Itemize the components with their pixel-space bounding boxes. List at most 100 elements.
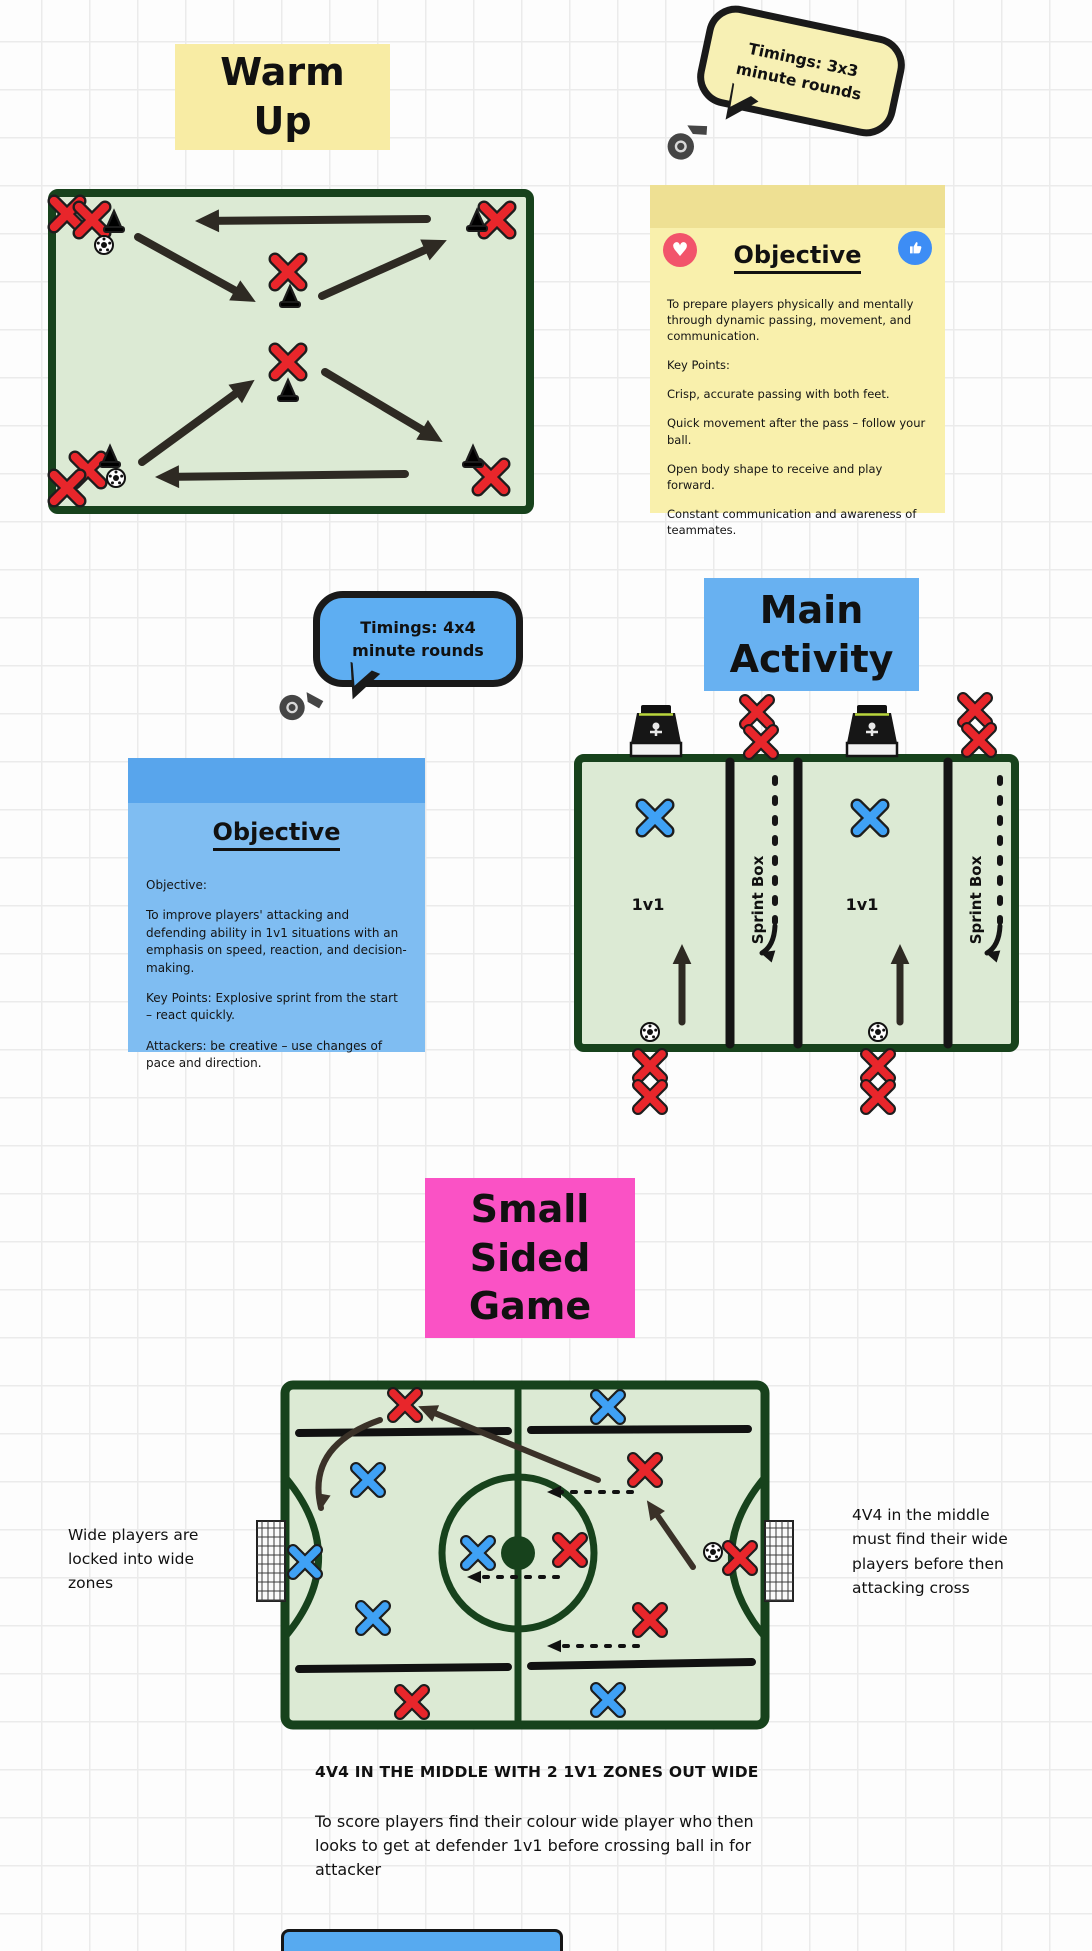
x-stroke xyxy=(74,202,110,238)
card-paragraph: To improve players' attacking and defend… xyxy=(146,908,407,975)
ssg-pass-arrow xyxy=(425,1407,601,1483)
x-stroke xyxy=(724,1542,756,1574)
x-stroke xyxy=(852,800,888,836)
sprint-hook-arrow xyxy=(759,923,778,956)
ball-patch xyxy=(642,1028,646,1032)
ball-patch xyxy=(108,474,112,478)
warm-up-title-line: Up xyxy=(253,99,312,143)
x-stroke xyxy=(634,1604,666,1636)
player-x-red xyxy=(957,692,993,728)
card-paragraph: To prepare players physically and mental… xyxy=(667,297,914,344)
main-objective-card[interactable]: Objective Objective: To improve players'… xyxy=(128,758,425,1070)
card-paragraph: Open body shape to receive and play forw… xyxy=(667,461,883,492)
ball-patch xyxy=(707,1555,711,1559)
warmup-pass-arrow xyxy=(138,384,248,466)
ssg-title-line: Game xyxy=(468,1284,592,1329)
small-sided-game-title-sticky[interactable]: Small Sided Game xyxy=(425,1178,635,1338)
attacking-cross-note: 4V4 in the middle must find their wide p… xyxy=(852,1506,1008,1598)
arrowhead xyxy=(672,944,692,964)
card-paragraph: Crisp, accurate passing with both feet. xyxy=(667,387,890,402)
arrowhead xyxy=(418,1405,440,1422)
heart-icon[interactable]: ♥ xyxy=(663,233,697,267)
x-stroke xyxy=(270,254,306,290)
cone-icon xyxy=(279,283,301,308)
arrowhead xyxy=(646,1500,665,1522)
cone-base xyxy=(466,225,488,232)
cone-base xyxy=(103,226,125,233)
ball-patch xyxy=(120,474,124,478)
arrowhead xyxy=(420,239,447,261)
player-x-red xyxy=(477,200,517,240)
ball-patch xyxy=(652,1035,656,1039)
warmup-pass-arrow xyxy=(134,233,248,300)
ball-patch xyxy=(876,1024,880,1028)
ball-patch xyxy=(648,1024,652,1028)
x-stroke xyxy=(862,1050,894,1082)
zone-label-1v1: 1v1 xyxy=(632,895,665,914)
x-stroke xyxy=(554,1534,586,1566)
x-stroke xyxy=(862,1081,894,1113)
card-paragraph: Constant communication and awareness of … xyxy=(667,506,917,537)
ball-patch xyxy=(113,475,119,481)
card-title: Objective xyxy=(650,241,945,274)
soccer-ball-icon xyxy=(94,235,114,255)
card-paragraph: Attackers: be creative – use changes of … xyxy=(146,1038,383,1071)
arrowhead xyxy=(155,465,180,489)
ball-patch xyxy=(108,241,112,245)
warmup-objective-card[interactable]: ♥ Objective To prepare players physicall… xyxy=(650,185,945,537)
x-stroke xyxy=(270,344,306,380)
bottom-cropped-panel[interactable] xyxy=(281,1929,563,1951)
player-x-blue xyxy=(850,798,890,838)
cone-base xyxy=(279,301,301,308)
ssg-wide-zone-line xyxy=(527,1425,752,1434)
soccer-ball-icon xyxy=(640,1022,660,1042)
arrowhead xyxy=(467,1570,481,1584)
card-header-strip xyxy=(650,185,945,228)
card-paragraph: Key Points: Explosive sprint from the st… xyxy=(146,990,398,1023)
equipment-logo xyxy=(868,722,876,730)
arrowhead xyxy=(229,280,256,302)
goal-net xyxy=(256,1520,286,1602)
arrowhead xyxy=(228,379,255,404)
x-stroke xyxy=(473,459,509,495)
player-x-red xyxy=(627,1452,663,1488)
x-stroke xyxy=(462,1537,494,1569)
ball-patch xyxy=(110,481,114,485)
x-stroke xyxy=(634,1050,666,1082)
main-timings-bubble[interactable]: Timings: 4x4 minute rounds xyxy=(313,591,523,721)
player-x-red xyxy=(387,1387,423,1423)
ssg-center-circle xyxy=(438,1473,598,1633)
warmup-pass-arrow xyxy=(205,215,431,225)
zone-label-1v1: 1v1 xyxy=(846,895,879,914)
ssg-title-line: Sided xyxy=(469,1235,591,1280)
ball-patch xyxy=(114,470,118,474)
ball-patch xyxy=(644,1035,648,1039)
ball-patch xyxy=(705,1548,709,1552)
x-stroke xyxy=(963,724,995,756)
ball-patch xyxy=(96,241,100,245)
arrowhead xyxy=(195,209,220,233)
ssg-wide-zone-line xyxy=(295,1663,512,1673)
ball-patch xyxy=(102,237,106,241)
ssg-run-arrow xyxy=(650,1506,696,1570)
ball-patch xyxy=(870,1028,874,1032)
player-x-blue xyxy=(635,798,675,838)
main-activity-title-sticky[interactable]: Main Activity xyxy=(704,578,919,691)
ball-patch xyxy=(717,1548,721,1552)
ball-patch xyxy=(872,1035,876,1039)
x-stroke xyxy=(396,1686,428,1718)
ball-patch xyxy=(647,1029,653,1035)
player-x-blue xyxy=(350,1462,386,1498)
warmup-pass-arrow xyxy=(165,470,409,481)
thumbs-up-icon[interactable] xyxy=(898,231,932,265)
x-stroke xyxy=(637,800,673,836)
warm-up-title-sticky[interactable]: Warm Up xyxy=(175,44,390,150)
x-stroke xyxy=(49,470,85,506)
warmup-pass-arrow xyxy=(318,241,438,300)
goal-net xyxy=(764,1520,794,1602)
player-x-red xyxy=(471,457,511,497)
arrowhead xyxy=(985,950,1001,963)
ball-patch xyxy=(101,242,107,248)
equipment-top xyxy=(641,705,671,715)
soccer-ball-icon xyxy=(106,468,126,488)
